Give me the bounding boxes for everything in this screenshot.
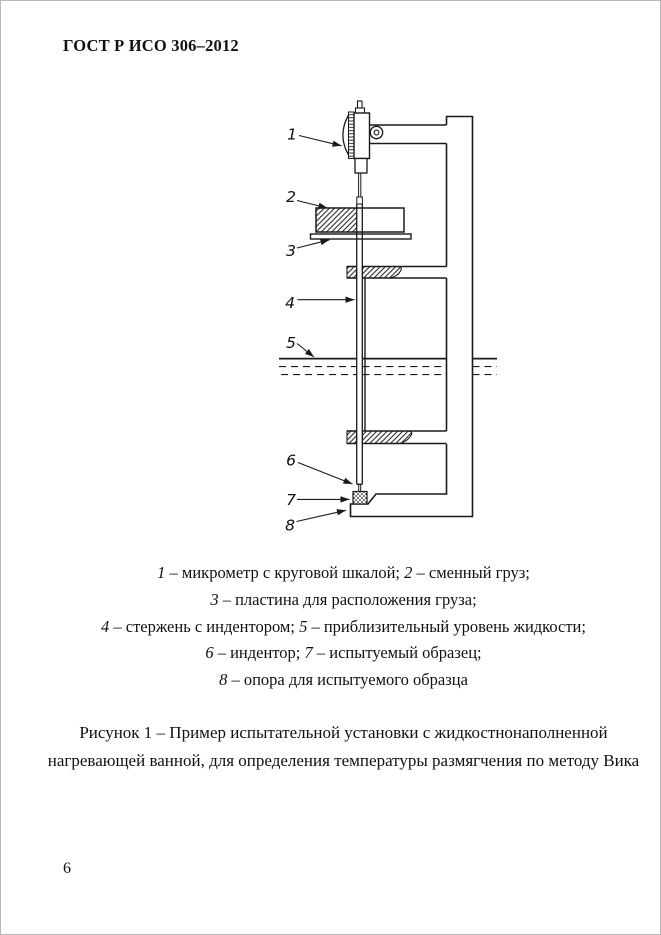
legend-callout-number: 6: [205, 643, 214, 663]
callout-leader-arrow-1: [298, 134, 342, 147]
dial-micrometer: [342, 100, 384, 197]
legend-text: – микрометр с круговой шкалой;: [165, 563, 405, 582]
legend-text: – стержень с индентором;: [109, 616, 300, 636]
upper-guide-collar: [346, 265, 447, 279]
legend-callout-number: 5: [299, 616, 308, 636]
legend-callout-number: 1: [157, 563, 166, 582]
legend-text: – опора для испытуемого образца: [227, 670, 468, 690]
legend-text: – испытуемый образец;: [312, 643, 482, 663]
lower-guide-collar: [346, 430, 447, 445]
caption-line: нагревающей ванной, для определения темп…: [47, 751, 640, 770]
callout-leader-arrow-3: [296, 238, 330, 249]
callout-leaders: [296, 134, 355, 523]
replaceable-weight: [315, 207, 405, 233]
callout-leader-arrow-5: [296, 343, 315, 358]
legend-text: – пластина для расположения груза;: [218, 589, 477, 609]
callout-number-6: 6: [286, 452, 296, 470]
legend-callout-number: 4: [101, 616, 110, 636]
weight-plate: [309, 233, 412, 240]
legend-callout-number: 8: [219, 670, 228, 690]
callout-number-4: 4: [285, 294, 295, 312]
indenter-rod: [356, 196, 363, 485]
legend-text: – сменный груз;: [412, 563, 530, 582]
legend-text: – приблизительный уровень жидкости;: [307, 616, 586, 636]
clamp-lug-hole: [373, 129, 380, 136]
legend-line: 8 – опора для испытуемого образца: [29, 667, 658, 694]
callout-leader-arrow-8: [296, 509, 347, 523]
callout-number-5: 5: [286, 334, 296, 352]
document-header-title: ГОСТ Р ИСО 306–2012: [63, 36, 239, 55]
figure-legend: 1 – микрометр с круговой шкалой; 2 – сме…: [29, 560, 658, 694]
legend-callout-number: 3: [210, 589, 219, 609]
callout-number-7: 7: [286, 491, 296, 509]
liquid-level-lines: [279, 357, 497, 376]
micrometer-body: [353, 112, 371, 160]
page-number: 6: [63, 860, 71, 877]
legend-line: 3 – пластина для расположения груза;: [29, 587, 658, 614]
micrometer-top-nub: [356, 100, 363, 109]
callout-number-3: 3: [286, 242, 296, 260]
figure-caption: Рисунок 1 – Пример испытательной установ…: [29, 719, 658, 775]
micrometer-spindle: [358, 173, 362, 197]
dial-bezel-serration: [348, 111, 355, 159]
micrometer-stem: [354, 157, 368, 174]
legend-text: – индентор;: [213, 643, 305, 663]
callout-number-1: 1: [287, 126, 297, 144]
legend-callout-number: 7: [304, 643, 313, 663]
callout-leader-arrow-2: [296, 199, 328, 209]
caption-line: Рисунок 1 – Пример испытательной установ…: [79, 723, 608, 742]
callout-number-2: 2: [286, 188, 296, 206]
legend-callout-number: 2: [404, 563, 413, 582]
callout-number-8: 8: [285, 517, 295, 535]
legend-line: 1 – микрометр с круговой шкалой; 2 – сме…: [29, 560, 658, 587]
callout-leader-arrow-6: [297, 461, 353, 485]
apparatus-frame: [349, 115, 474, 518]
test-specimen: [352, 490, 368, 505]
dial-face-arc: [342, 114, 350, 156]
legend-line: 6 – индентор; 7 – испытуемый образец;: [29, 640, 658, 667]
callout-numbers: 1 2 3 4 5 6 7 8: [285, 126, 297, 535]
legend-line: 4 – стержень с индентором; 5 – приблизит…: [29, 614, 658, 641]
indenter-needle: [358, 484, 362, 492]
